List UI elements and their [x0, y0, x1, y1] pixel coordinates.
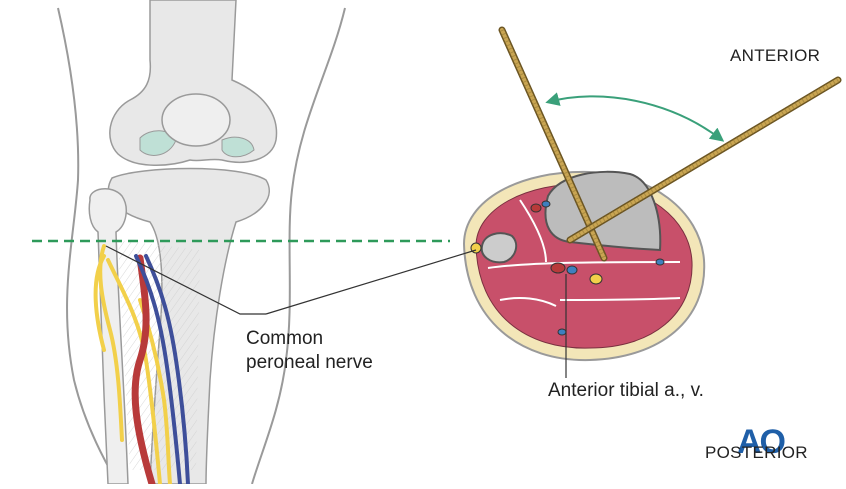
- fibula-cross-section: [482, 233, 516, 262]
- anterior-label: ANTERIOR: [730, 46, 820, 66]
- femur: [110, 0, 277, 165]
- tibia-cross-section: [545, 172, 660, 250]
- anterior-tibial-label: Anterior tibial a., v.: [548, 380, 704, 402]
- nerve-label-line1: Common: [246, 327, 373, 351]
- common-peroneal-nerve-label: Common peroneal nerve: [246, 327, 373, 375]
- artery-dot: [551, 263, 565, 273]
- patella: [162, 94, 230, 146]
- angle-arrow: [548, 96, 722, 140]
- nerve-label-line2: peroneal nerve: [246, 351, 373, 375]
- posterior-label: POSTERIOR: [705, 443, 808, 463]
- vein-dot: [567, 266, 577, 274]
- cross-section: [464, 172, 704, 360]
